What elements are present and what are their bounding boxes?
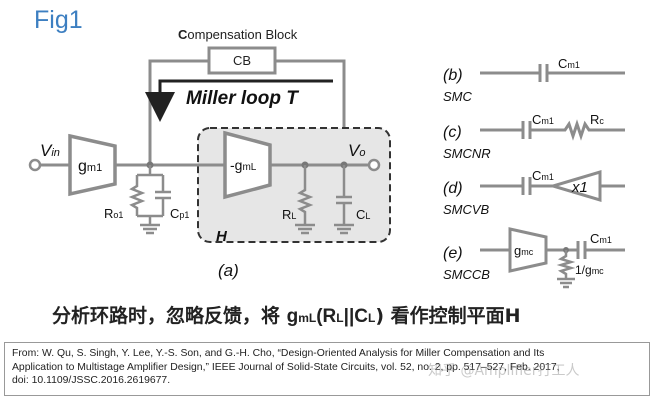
panel-e-gm-label: gmc [514, 243, 534, 258]
panel-c-res-label: Rc [590, 112, 604, 127]
rl-label: RL [282, 207, 296, 222]
panel-b-cap-label: Cm1 [558, 56, 580, 71]
watermark: 知乎 @Amplifier打工人 [428, 363, 580, 379]
citation-line-1: From: W. Qu, S. Singh, Y. Lee, Y.-S. Son… [12, 348, 545, 359]
input-terminal [28, 158, 42, 172]
panel-b-tag: (b) [443, 67, 463, 84]
panel-e-cap-label: Cm1 [590, 231, 612, 246]
panel-c-tag: (c) [443, 124, 462, 141]
load-network [295, 165, 354, 235]
panel-d-cap-label: Cm1 [532, 168, 554, 183]
gm1-label: gm1 [78, 158, 102, 175]
panel-d: (d) SMCVB x1 Cm1 [443, 168, 625, 217]
panel-e-tag: (e) [443, 245, 463, 262]
panel-c-name: SMCNR [443, 146, 491, 161]
panel-d-buffer [547, 169, 602, 203]
cb-box [207, 46, 277, 75]
cp1-label: Cp1 [170, 206, 189, 221]
panel-e-name: SMCCB [443, 267, 490, 282]
citation-box: From: W. Qu, S. Singh, Y. Lee, Y.-S. Son… [4, 342, 650, 396]
compensation-block-title: Compensation Block [178, 27, 298, 42]
ro1-cp1-network [128, 165, 171, 235]
input-label: Vin [40, 141, 60, 160]
panel-c: (c) SMCNR Cm1 Rc [443, 112, 625, 161]
panel-b: (b) SMC Cm1 [443, 56, 625, 104]
citation-line-2: Application to Multistage Amplifier Desi… [12, 361, 560, 373]
ro1-label: Ro1 [104, 206, 123, 221]
panel-e: (e) SMCCB gmc Cm1 1/gmc [443, 227, 625, 289]
gml-amplifier [223, 130, 272, 200]
gml-label: -gmL [230, 157, 257, 173]
panel-d-buffer-label: x1 [571, 179, 588, 196]
figure: Fig1 Compensation Block CB Miller loop T… [28, 6, 625, 327]
output-label: Vo [348, 141, 365, 160]
panel-a-label: (a) [218, 261, 239, 280]
cl-label: CL [356, 207, 370, 222]
panel-e-gm-amp [508, 227, 548, 273]
figure-title: Fig1 [34, 6, 83, 34]
cb-label: CB [233, 53, 251, 68]
gm1-amplifier [68, 133, 117, 197]
miller-loop-label: Miller loop T [186, 88, 299, 109]
miller-loop-arrow [145, 79, 333, 122]
panel-e-res-label: 1/gmc [575, 263, 604, 277]
analysis-note: 分析环路时，忽略反馈，将 gmL(RL||CL) 看作控制平面H [52, 304, 521, 327]
panel-d-tag: (d) [443, 180, 463, 197]
panel-d-name: SMCVB [443, 202, 490, 217]
citation-line-3: doi: 10.1109/JSSC.2016.2619677. [12, 375, 171, 386]
output-terminal [367, 158, 381, 172]
panel-c-cap-label: Cm1 [532, 112, 554, 127]
panel-b-name: SMC [443, 89, 473, 104]
h-label: H [216, 228, 228, 245]
